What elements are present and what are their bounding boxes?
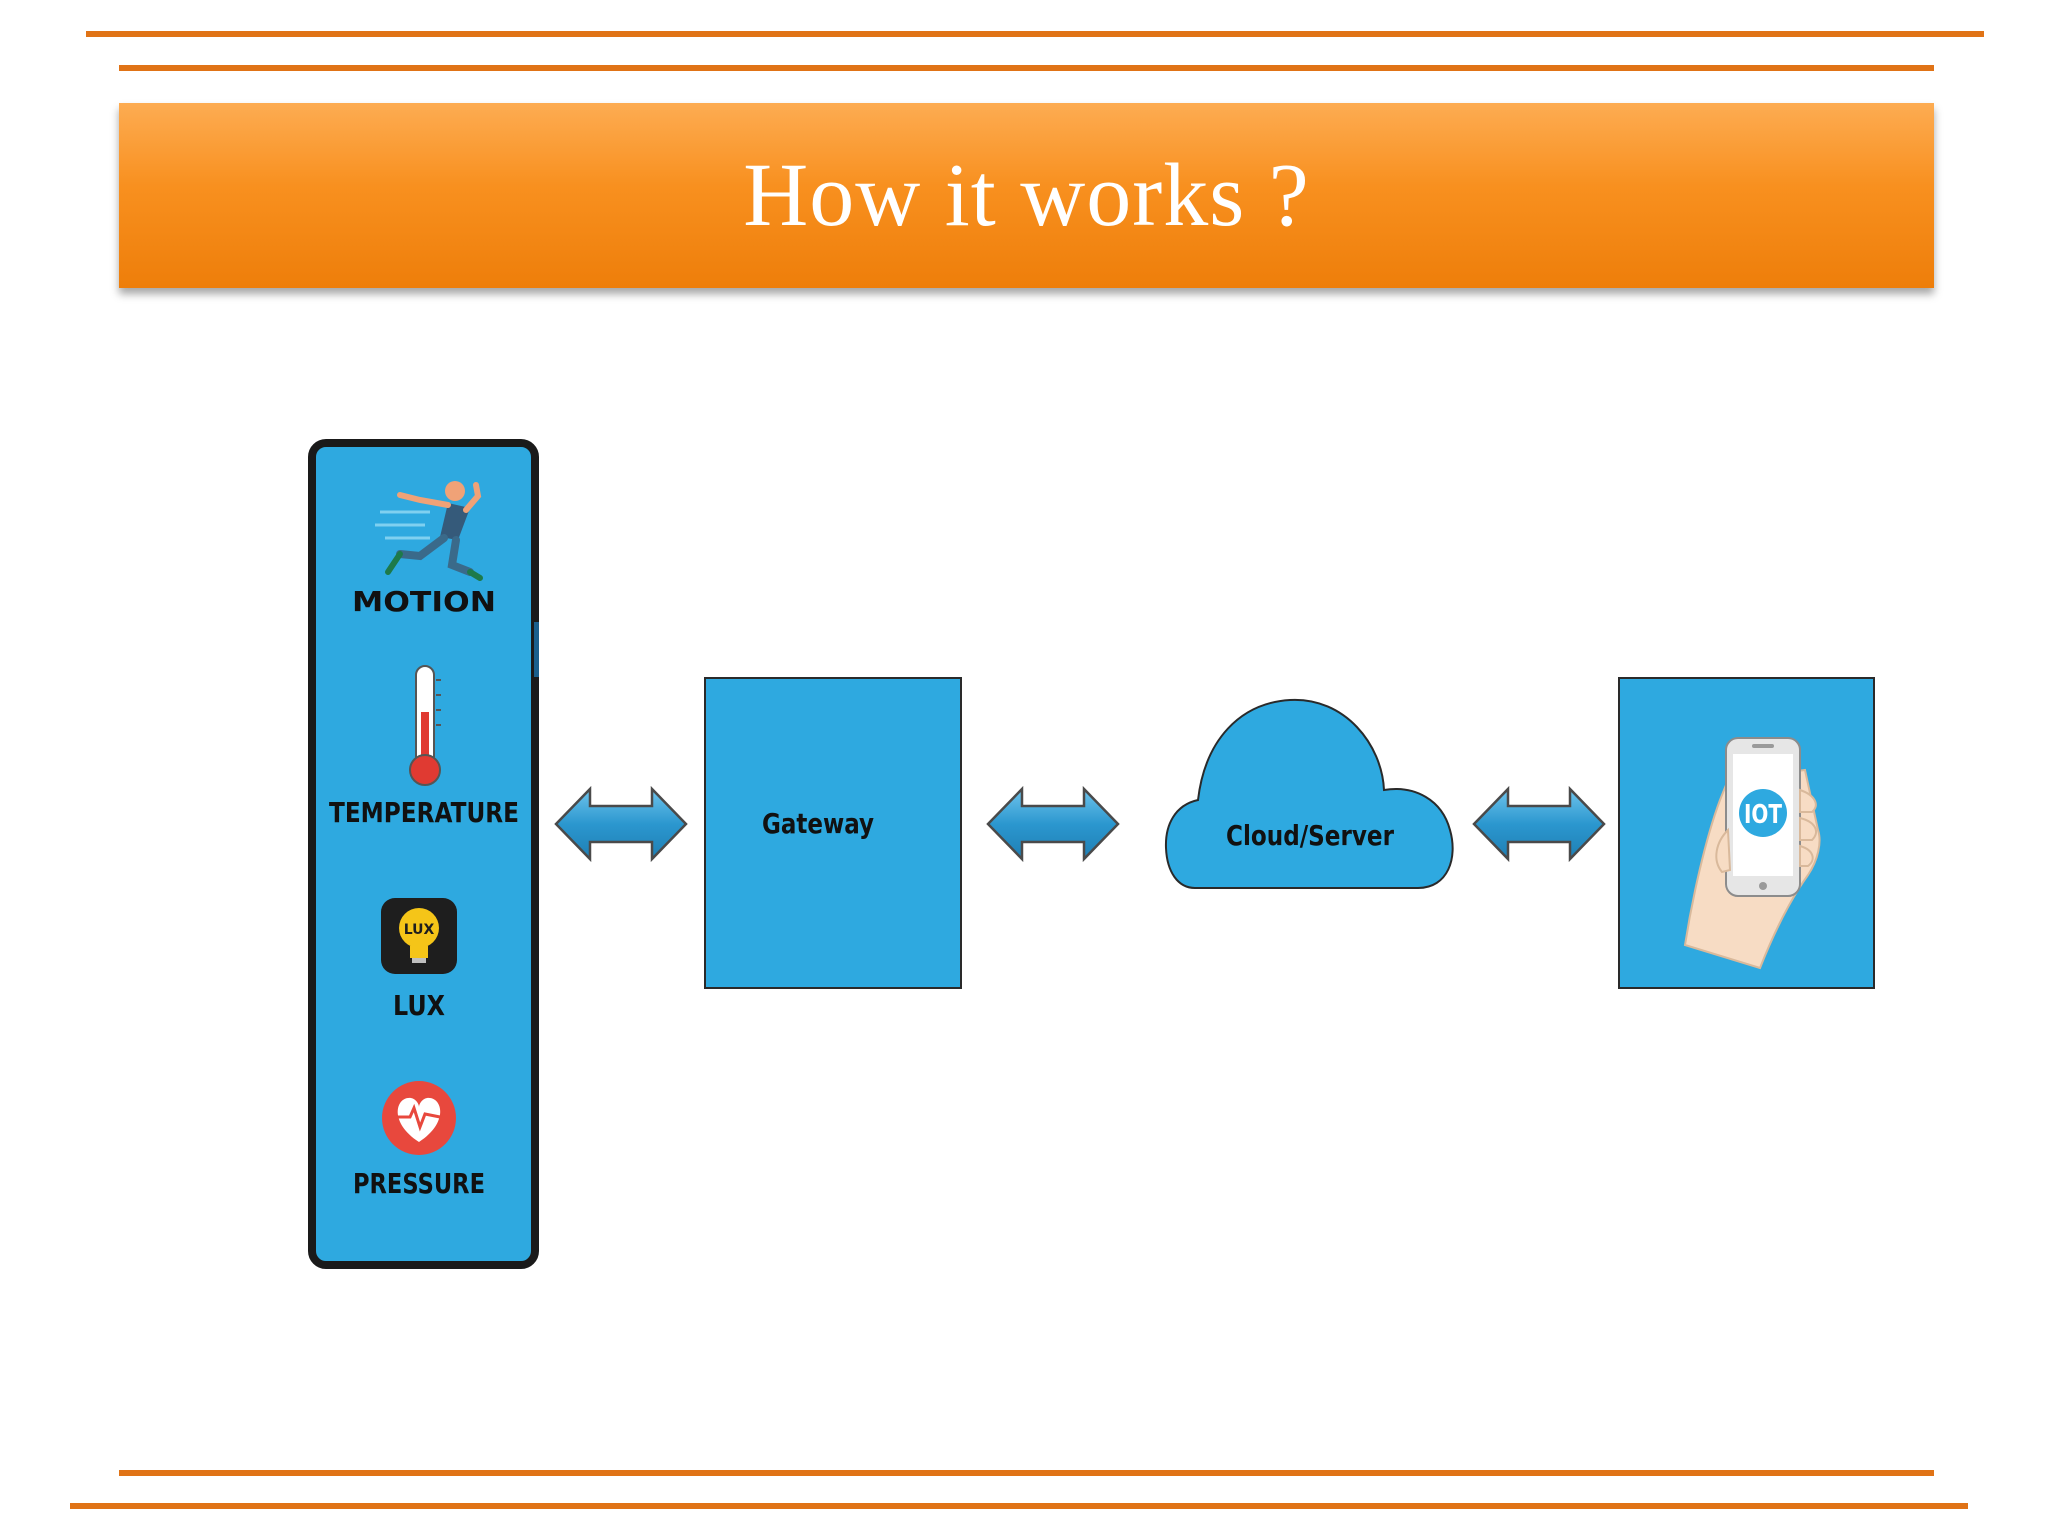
light-bulb-icon: LUX	[381, 898, 457, 974]
double-arrow-cloud-device	[1472, 785, 1606, 863]
double-arrow-sensors-gateway	[554, 785, 688, 863]
sensor-label-temperature: TEMPERATURE	[329, 796, 519, 829]
iot-badge-text: IOT	[1744, 800, 1782, 830]
sensor-label-motion: MOTION	[352, 585, 496, 618]
gateway-label: Gateway	[762, 807, 874, 840]
running-person-icon	[375, 481, 483, 581]
sensor-label-pressure: PRESSURE	[353, 1167, 485, 1200]
top-rule-inner	[119, 65, 1934, 71]
double-arrow-gateway-cloud	[986, 785, 1120, 863]
heart-pulse-icon	[382, 1081, 456, 1155]
cloud-shape	[1164, 698, 1454, 889]
bottom-rule-outer	[70, 1503, 1968, 1509]
bottom-rule-inner	[119, 1470, 1934, 1476]
sensors-panel	[308, 439, 539, 1269]
gateway-box	[704, 677, 962, 989]
title-bar: How it works ?	[119, 103, 1934, 288]
lux-badge-text: LUX	[404, 922, 435, 938]
top-rule-outer	[86, 31, 1984, 37]
phone-in-hand-icon: IOT	[1683, 737, 1821, 970]
slide-title: How it works ?	[743, 146, 1310, 245]
sensor-label-lux: LUX	[393, 989, 445, 1022]
thermometer-icon	[409, 665, 441, 786]
cloud-label: Cloud/Server	[1226, 819, 1394, 852]
